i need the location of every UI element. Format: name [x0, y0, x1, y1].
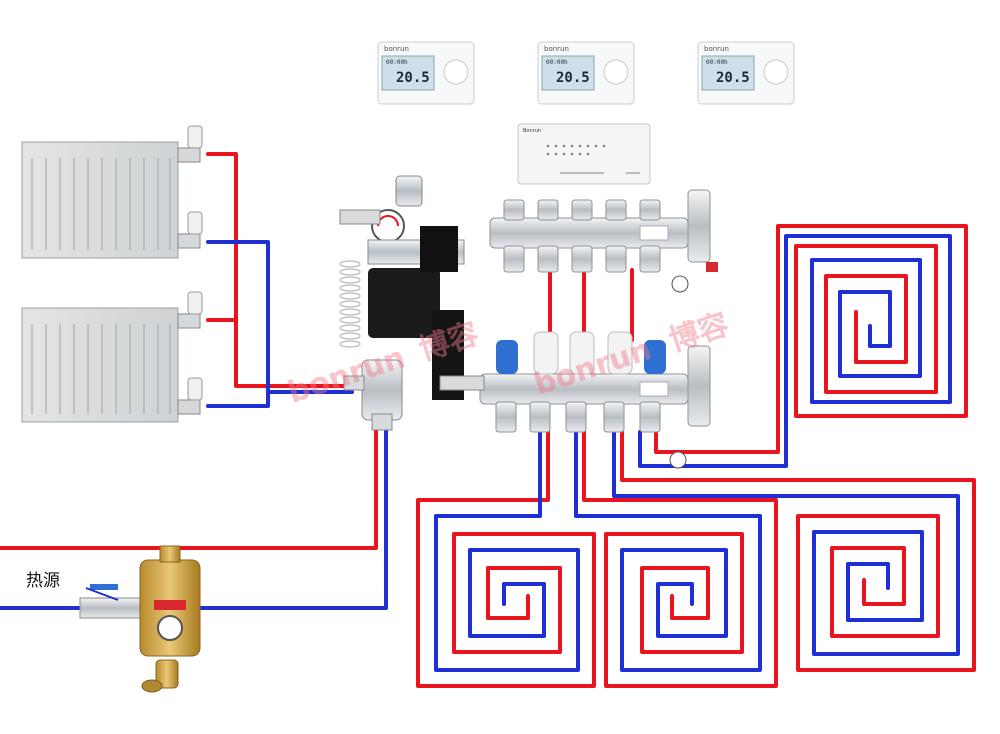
thermostat-dial-icon	[603, 59, 629, 85]
br-coil-supply	[620, 430, 976, 672]
thermostatic-valve-icon	[187, 291, 203, 315]
mixing-pump-group	[339, 175, 485, 431]
drain-cap-icon	[671, 275, 689, 293]
drain-valve-icon	[706, 262, 718, 272]
manifold-return-bar	[479, 275, 711, 469]
thermostat-1: bonrun 00:00h 20.5	[377, 41, 475, 105]
lockshield-valve-icon	[187, 211, 203, 235]
air-vent-icon	[687, 189, 711, 263]
thermostat-brand: bonrun	[544, 45, 569, 53]
actuator-icon	[569, 331, 595, 375]
manifold-supply-bar	[489, 189, 718, 273]
thermostat-temp: 20.5	[396, 70, 430, 86]
controller-brand: Bonrun	[523, 128, 541, 134]
thermostat-brand: bonrun	[384, 45, 409, 53]
actuator-icon	[533, 331, 559, 375]
actuator-icon	[644, 340, 666, 374]
gauge-icon	[157, 615, 183, 641]
radiator-return-pipe	[206, 240, 270, 408]
actuator-icon	[607, 331, 633, 375]
wiring-controller: Bonrun	[517, 123, 651, 185]
thermostat-dial-icon	[443, 59, 469, 85]
lockshield-valve-icon	[187, 377, 203, 401]
watermark-text-cn: 博容	[665, 307, 733, 359]
thermostat-2: bonrun 00:00h 20.5	[537, 41, 635, 105]
right-coil-return	[638, 234, 952, 468]
left-coil-return	[434, 430, 580, 672]
thermostat-temp: 20.5	[716, 70, 750, 86]
right-coil-supply	[654, 224, 968, 454]
dirt-air-separator	[79, 545, 201, 693]
pump-icon	[368, 268, 440, 338]
thermostat-dial-icon	[763, 59, 789, 85]
thermostat-time: 00:00h	[386, 59, 408, 66]
radiator-top	[21, 125, 203, 259]
thermostat-brand: bonrun	[704, 45, 729, 53]
thermostat-temp: 20.5	[556, 70, 590, 86]
thermostatic-valve-icon	[187, 125, 203, 149]
separator-return-pipe	[198, 418, 388, 610]
thermostat-time: 00:00h	[706, 59, 728, 66]
left-coil-supply	[416, 430, 596, 688]
heat-source-label: 热源	[26, 571, 60, 591]
ball-valve-icon	[79, 597, 141, 619]
drain-cap-icon	[669, 451, 687, 469]
air-vent-icon	[395, 175, 423, 207]
pointer-line	[85, 587, 119, 601]
thermostat-3: bonrun 00:00h 20.5	[697, 41, 795, 105]
heat-source-supply-pipe	[0, 418, 378, 550]
middle-coil-supply	[582, 430, 778, 688]
radiator-bottom	[21, 291, 203, 423]
radiator-supply-pipe	[206, 152, 354, 388]
air-vent-icon	[687, 345, 711, 427]
valve-handle-icon	[90, 584, 118, 590]
thermostat-time: 00:00h	[546, 59, 568, 66]
middle-coil-return	[574, 430, 762, 672]
actuator-icon	[496, 340, 518, 374]
br-coil-return	[612, 430, 960, 656]
